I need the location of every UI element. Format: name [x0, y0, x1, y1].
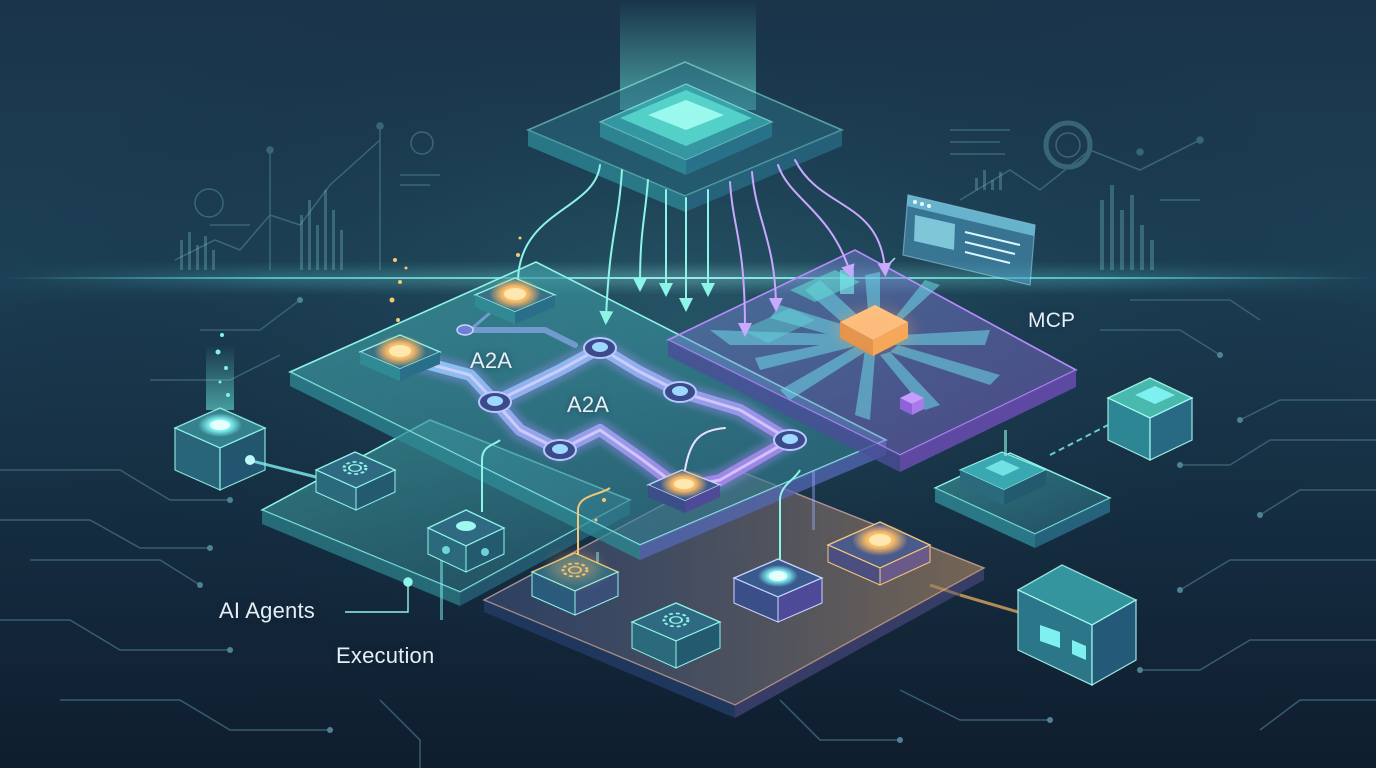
ring-gauge-icon [1043, 120, 1093, 170]
execution-gear-tile [530, 552, 620, 616]
node-icon [663, 381, 697, 403]
node-icon [478, 391, 512, 413]
mcp-label: MCP [1028, 309, 1076, 332]
background-bars-left [180, 190, 343, 270]
mcp-lower-tile [933, 430, 1112, 548]
glow-particles [389, 236, 606, 522]
ai-agents-label: AI Agents [219, 598, 315, 623]
window-panel-icon [884, 194, 1036, 286]
agent-tile-3 [646, 469, 722, 513]
execution-label: Execution [336, 643, 435, 668]
chip-icon [834, 305, 914, 356]
cube-icon-bottom-right [929, 564, 1138, 687]
light-pillars [481, 439, 801, 560]
mcp-small-cube [900, 392, 924, 415]
agent-chip-tile [426, 509, 506, 573]
horizon-line [0, 277, 1376, 279]
ring-gauge-icon [410, 131, 434, 155]
execution-amber-tile [826, 521, 932, 586]
gear-icon [662, 612, 690, 628]
background-dashboard-right [950, 120, 1204, 201]
node-icon [583, 337, 617, 359]
agent-tile-1 [473, 277, 557, 324]
cube-icon-top-right [1049, 377, 1194, 461]
top-hub [525, 61, 845, 212]
node-icon [543, 439, 577, 461]
hub-data-flows [517, 159, 892, 337]
circuit-nodes [197, 297, 1263, 743]
node-icon [773, 429, 807, 451]
a2a-connection-path [384, 298, 801, 499]
mcp-panel [742, 308, 815, 343]
a2a-label-inner: A2A [567, 392, 610, 417]
background-dashboard-left [174, 122, 440, 270]
agent-gear-tile [314, 451, 397, 511]
ai-agents-callout [345, 577, 413, 613]
a2a-path-nodes [456, 324, 807, 461]
ring-gauge-icon [194, 188, 224, 218]
gear-icon [342, 461, 368, 475]
execution-gear-tile-2 [630, 602, 722, 669]
execution-node-tile [732, 558, 824, 623]
a2a-label-outer: A2A [470, 348, 513, 373]
agent-tile-2 [358, 334, 442, 381]
background-bars-right [975, 170, 1154, 270]
left-agent-cube [173, 345, 321, 491]
node-icon [456, 324, 474, 336]
